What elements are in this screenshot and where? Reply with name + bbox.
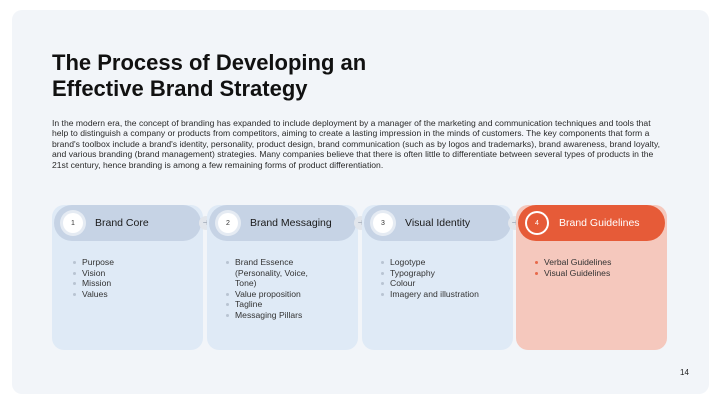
list-item: Typography	[380, 268, 505, 279]
step-pill-brand-core: 1 Brand Core	[54, 205, 201, 241]
step-pill-visual-identity: 3 Visual Identity	[364, 205, 511, 241]
list-item: Colour	[380, 278, 505, 289]
step-pill-brand-messaging: 2 Brand Messaging	[209, 205, 356, 241]
list-item: Messaging Pillars	[225, 310, 330, 321]
list-item: Values	[72, 289, 192, 300]
list-item: Purpose	[72, 257, 192, 268]
list-item: Verbal Guidelines	[534, 257, 654, 268]
step-number-badge: 1	[63, 213, 83, 233]
step-items-list: Logotype Typography Colour Imagery and i…	[380, 257, 505, 299]
step-number-badge: 3	[373, 213, 393, 233]
step-label: Brand Guidelines	[559, 217, 640, 229]
step-items-list: Purpose Vision Mission Values	[72, 257, 192, 299]
list-item: Logotype	[380, 257, 505, 268]
page-number: 14	[680, 368, 689, 377]
step-label: Visual Identity	[405, 217, 471, 229]
slide-title: The Process of Developing an Effective B…	[52, 50, 367, 101]
step-number-badge: 4	[527, 213, 547, 233]
step-number-badge: 2	[218, 213, 238, 233]
step-label: Brand Core	[95, 217, 149, 229]
list-item: Vision	[72, 268, 192, 279]
list-item: Value proposition	[225, 289, 330, 300]
step-items-list: Brand Essence (Personality, Voice, Tone)…	[225, 257, 330, 321]
step-items-list: Verbal Guidelines Visual Guidelines	[534, 257, 654, 278]
list-item: Brand Essence (Personality, Voice, Tone)	[225, 257, 330, 289]
list-item: Visual Guidelines	[534, 268, 654, 279]
step-label: Brand Messaging	[250, 217, 332, 229]
step-pill-brand-guidelines: 4 Brand Guidelines	[518, 205, 665, 241]
slide-body-text: In the modern era, the concept of brandi…	[52, 118, 661, 170]
list-item: Mission	[72, 278, 192, 289]
list-item: Tagline	[225, 299, 330, 310]
list-item: Imagery and illustration	[380, 289, 505, 300]
